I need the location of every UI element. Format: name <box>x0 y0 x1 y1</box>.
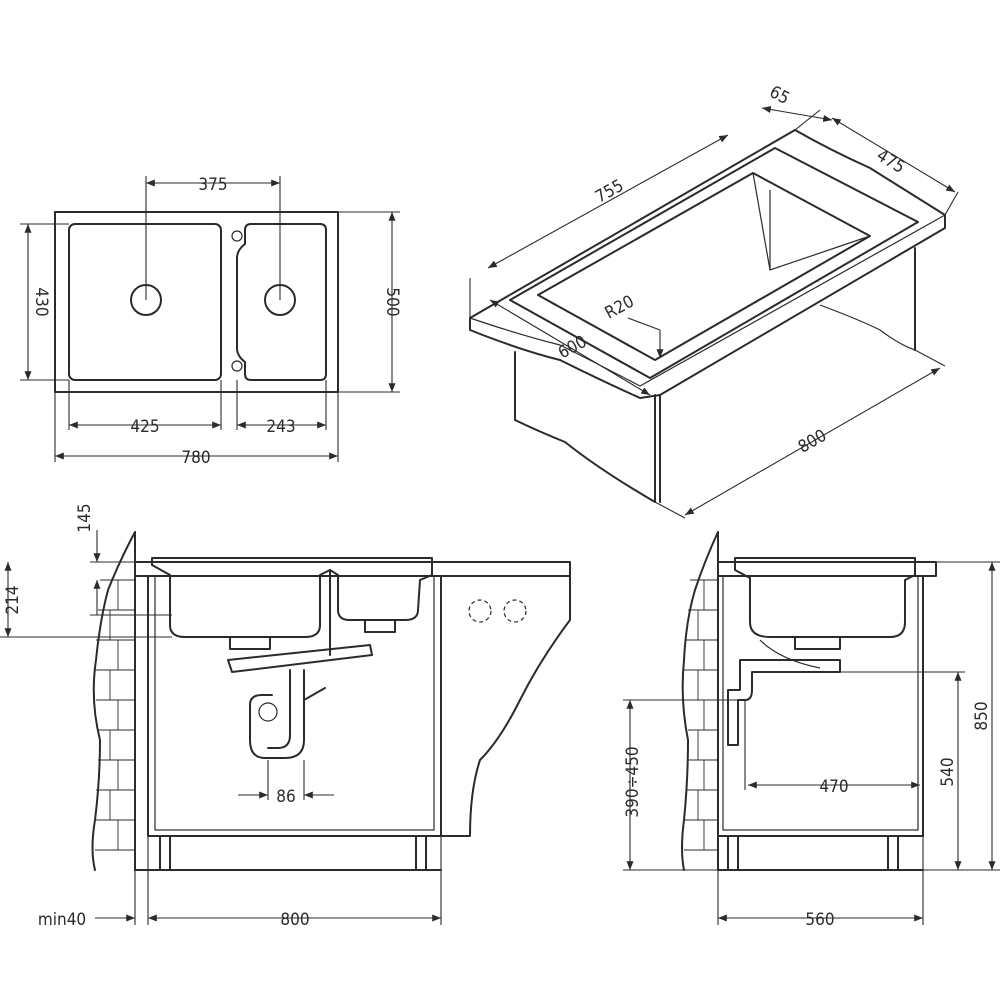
dim-min40: min40 <box>38 910 86 930</box>
dim-425: 425 <box>130 417 159 437</box>
leg-left <box>159 835 171 871</box>
bowl-opening <box>537 172 871 361</box>
dim-800-iso: 800 <box>795 426 830 458</box>
side-section: 390÷450 470 540 850 560 <box>623 531 1000 930</box>
sink-side-body <box>734 557 916 638</box>
dim-500: 500 <box>382 287 402 316</box>
front-section: 145 214 86 800 min40 <box>0 503 571 930</box>
countertop-front <box>134 561 571 577</box>
dim-243: 243 <box>266 417 295 437</box>
dim-470: 470 <box>819 777 848 797</box>
dim-145: 145 <box>75 503 95 532</box>
side-panel <box>440 575 571 837</box>
small-bowl <box>236 223 327 381</box>
dim-390-450: 390÷450 <box>623 746 643 817</box>
dim-850: 850 <box>972 701 992 730</box>
dim-214: 214 <box>3 585 23 614</box>
leg-right <box>415 835 427 871</box>
dim-560: 560 <box>805 910 834 930</box>
cabinet-side <box>717 575 924 837</box>
side-leg-left <box>727 835 739 871</box>
dim-375: 375 <box>198 175 227 195</box>
drain-fitting <box>229 636 271 650</box>
dim-430: 430 <box>31 287 51 316</box>
dim-540: 540 <box>938 757 958 786</box>
sink-outline <box>54 211 339 393</box>
overflow-hole <box>231 360 243 372</box>
dim-780: 780 <box>181 448 210 468</box>
dim-600: 600 <box>555 332 590 363</box>
countertop-side <box>717 561 937 577</box>
sink-front-body <box>151 557 433 638</box>
large-bowl <box>68 223 222 381</box>
dim-86: 86 <box>276 787 295 807</box>
side-wall-profile <box>681 531 719 871</box>
dim-755: 755 <box>592 176 627 208</box>
cabinet-front-left <box>514 351 656 503</box>
tap-hole <box>231 230 243 242</box>
top-view: 375 430 500 425 243 780 <box>20 175 402 468</box>
side-leg-right <box>887 835 899 871</box>
wall-profile <box>91 531 136 871</box>
countertop <box>469 129 946 399</box>
dim-800-front: 800 <box>280 910 309 930</box>
dim-65: 65 <box>766 82 793 109</box>
dim-r20: R20 <box>602 292 638 324</box>
iso-view: 755 65 475 R20 600 800 <box>469 82 959 519</box>
